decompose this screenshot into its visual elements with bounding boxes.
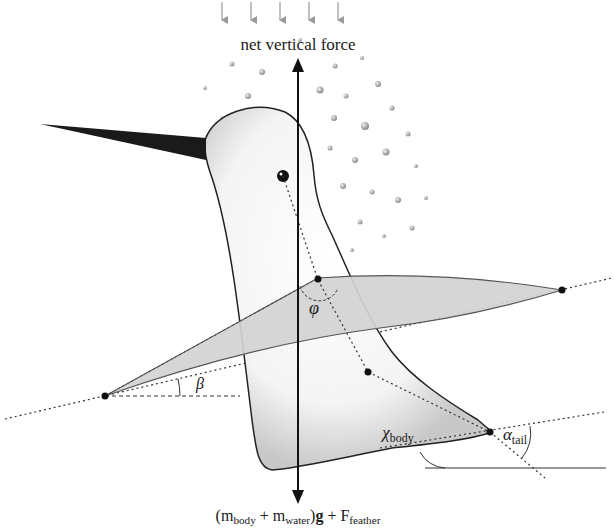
chi-arc xyxy=(420,452,445,468)
tail-plane xyxy=(380,412,604,448)
rain-arrows xyxy=(222,2,338,20)
wingtip-dot xyxy=(102,393,109,400)
wing xyxy=(105,276,562,396)
eye-glint xyxy=(280,173,283,176)
mid-dot xyxy=(365,369,372,376)
force-label: net vertical force xyxy=(240,36,355,55)
wingtip-dot xyxy=(559,287,566,294)
horizontal-reference xyxy=(105,396,240,397)
shoulder-dot xyxy=(315,276,322,283)
wing-leading-line xyxy=(105,278,318,396)
horizontal-line xyxy=(425,468,606,469)
angle-label: χbody xyxy=(382,424,413,445)
phi-arc xyxy=(300,286,338,301)
beak xyxy=(40,124,206,160)
axis-extension xyxy=(490,432,545,478)
beta-arc xyxy=(178,379,180,396)
body-axis xyxy=(283,176,490,432)
tail-dot xyxy=(487,429,494,436)
angle-label: αtail xyxy=(503,426,527,447)
angle-symbol: φ xyxy=(309,299,319,319)
angle-symbol: β xyxy=(196,375,204,393)
force-formula: (mbody + mwater)g + Ffeather xyxy=(216,507,381,527)
force-arrow xyxy=(292,58,304,504)
